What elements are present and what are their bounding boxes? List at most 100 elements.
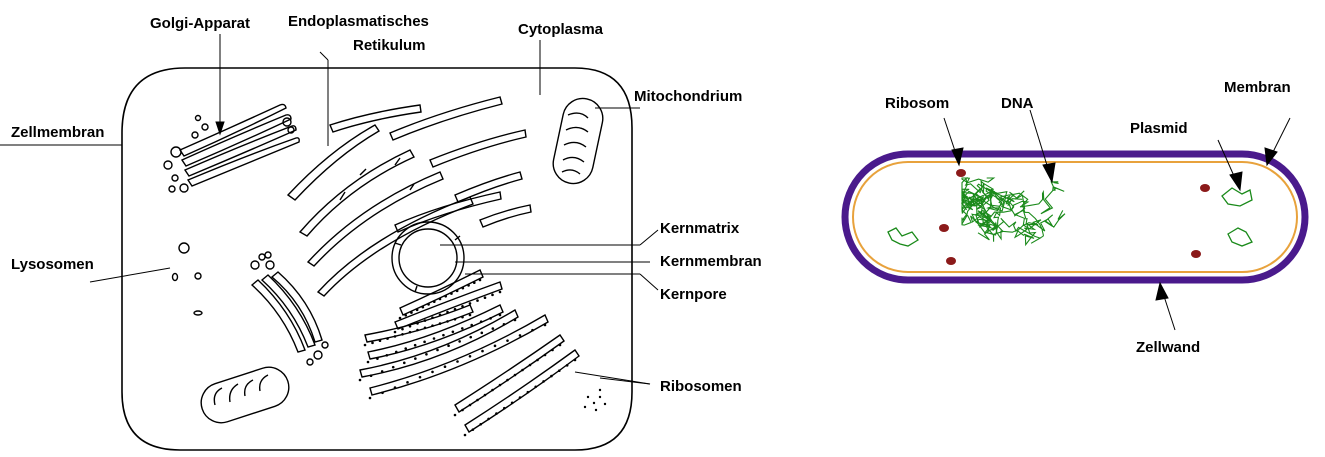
ribosome-dot: [404, 347, 407, 350]
ribosome-dot: [559, 344, 562, 347]
ribosome-dot: [404, 314, 407, 317]
prokaryotic-cell: Ribosom DNA Plasmid Membran Zellwand: [845, 79, 1305, 356]
ribosome-dot: [401, 328, 404, 331]
ribosome-dot: [431, 371, 434, 374]
ribosome-dot: [409, 331, 412, 334]
ribosome-dot: [395, 351, 398, 354]
label-er-line2: Retikulum: [353, 37, 426, 54]
ribosome-dot: [444, 295, 447, 298]
ribosome-dot: [479, 423, 482, 426]
ribosome-dot: [424, 319, 427, 322]
ribosome-dot: [499, 384, 502, 387]
label-membrane: Membran: [1224, 79, 1291, 96]
ribosome-dot: [534, 385, 537, 388]
ribosome-dot: [503, 323, 506, 326]
endoplasmic-reticulum: [288, 97, 531, 296]
ribosome-dot: [381, 370, 384, 373]
ribosome-dot: [427, 303, 430, 306]
ribosome-dot: [527, 391, 530, 394]
cell-wall: [845, 154, 1305, 280]
ribosome-dot: [464, 434, 467, 437]
ribosome-dot: [491, 389, 494, 392]
ribosome-dot: [469, 314, 472, 317]
ribosome-dot: [410, 311, 413, 314]
ribosome-dot: [487, 418, 490, 421]
ribosome-dot: [469, 404, 472, 407]
ribosome-dot: [492, 327, 495, 330]
eukaryotic-cell: Golgi-Apparat Endoplasmatisches Retikulu…: [0, 13, 762, 450]
ribosome-dot: [416, 309, 419, 312]
ribosome-dot: [480, 332, 483, 335]
ribosome-dot: [433, 300, 436, 303]
lysosomes: [173, 243, 203, 315]
ribosome-dot: [454, 308, 457, 311]
label-er-line1: Endoplasmatisches: [288, 13, 429, 30]
ribosome-dot: [495, 412, 498, 415]
ribosome-dot: [473, 281, 476, 284]
ribosome-dot: [416, 322, 419, 325]
ribosome-dot: [519, 396, 522, 399]
ribosome-dot: [371, 342, 374, 345]
cell-membrane-outline: [122, 68, 632, 450]
ribosome-dot: [550, 375, 553, 378]
ribosome-dot: [369, 397, 372, 400]
plasmids: [888, 188, 1252, 246]
ribosome-dot: [551, 349, 554, 352]
ribosome-dot: [403, 362, 406, 365]
ribosome-dot: [386, 337, 389, 340]
ribosome-dot: [359, 379, 362, 382]
label-lysosomes: Lysosomen: [11, 256, 94, 273]
ribosome-dot: [558, 369, 561, 372]
ribosome-dot: [367, 361, 370, 364]
ribosome-dot: [439, 322, 442, 325]
ribosome-dot: [529, 364, 532, 367]
label-cell-wall: Zellwand: [1136, 339, 1200, 356]
ribosome-dot: [476, 299, 479, 302]
ribosome-dot: [542, 380, 545, 383]
ribosome-dot: [472, 428, 475, 431]
label-dna: DNA: [1001, 95, 1034, 112]
ribosome-dot: [401, 333, 404, 336]
ribosome-dot: [442, 334, 445, 337]
ribosome-dot: [461, 316, 464, 319]
ribosome-dot: [462, 287, 465, 290]
ribosome-dot: [519, 334, 522, 337]
ribosome-dot: [476, 399, 479, 402]
ribosome-dot: [499, 314, 502, 317]
ribosome-dot: [414, 357, 417, 360]
ribosome-dot: [436, 349, 439, 352]
ribosome-dot: [503, 407, 506, 410]
label-nuclear-membrane: Kernmembran: [660, 253, 762, 270]
ribosome-dot: [439, 298, 442, 301]
ribosome-dot: [433, 337, 436, 340]
ribosome-dot: [370, 374, 373, 377]
ribosome-dot: [419, 376, 422, 379]
ribosome-dot: [364, 344, 367, 347]
label-cell-membrane: Zellmembran: [11, 124, 104, 141]
ribosome-dot: [467, 284, 470, 287]
ribosome-dot: [399, 317, 402, 320]
free-ribosomes: [584, 389, 606, 411]
ribosome-dot: [479, 279, 482, 282]
dna-nucleoid: [962, 178, 1065, 245]
ribosome-dot: [406, 381, 409, 384]
ribosome-dot: [469, 302, 472, 305]
ribosome-dot: [511, 402, 514, 405]
ribosome-dot: [446, 320, 449, 323]
ribosome-dot: [423, 341, 426, 344]
label-cytoplasm: Cytoplasma: [518, 21, 604, 38]
ribosome-dot: [499, 291, 502, 294]
ribosome-dot: [536, 359, 539, 362]
ribosome-dot: [574, 359, 577, 362]
ribosome-dot: [461, 327, 464, 330]
ribosome-dot: [506, 379, 509, 382]
ribosome-dot: [381, 391, 384, 394]
label-nuclear-pore: Kernpore: [660, 286, 727, 303]
ribosome-dot: [394, 331, 397, 334]
ribosome-dot: [386, 354, 389, 357]
ribosome-dot: [409, 325, 412, 328]
ribosome-dot: [392, 366, 395, 369]
ribosome-dot: [414, 344, 417, 347]
ribosome-dot: [422, 306, 425, 309]
ribosome-dot: [452, 330, 455, 333]
